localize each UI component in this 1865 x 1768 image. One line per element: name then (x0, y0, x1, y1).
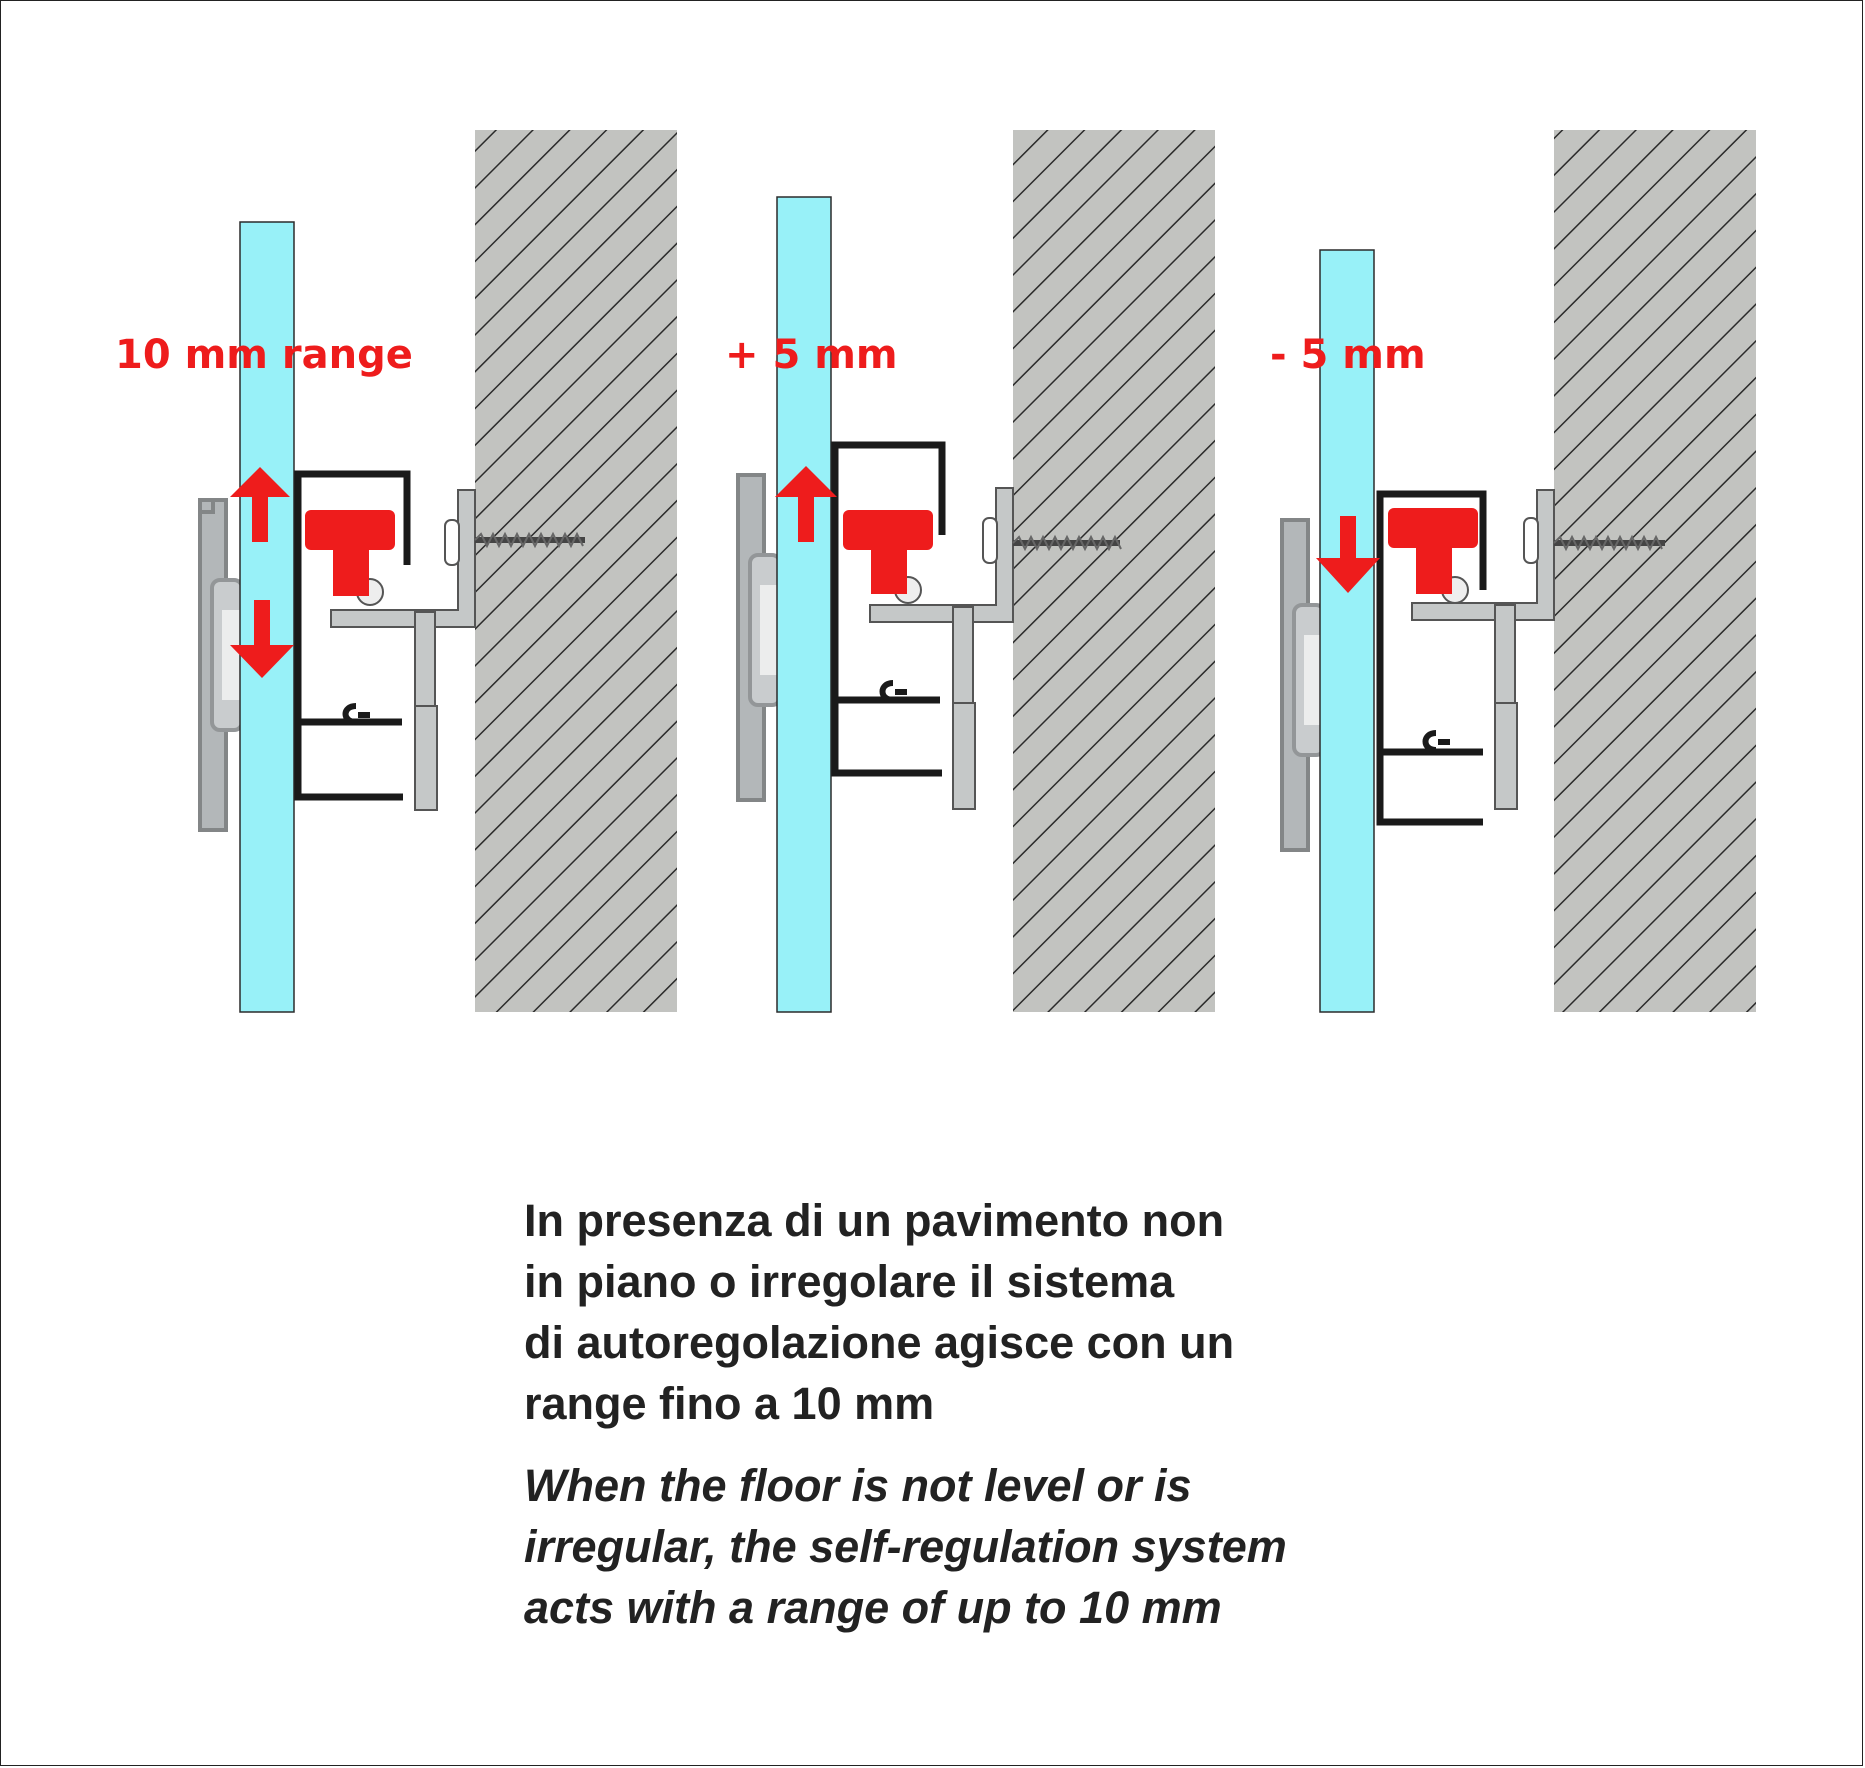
handle-profile (198, 498, 244, 832)
caption-english-line: irregular, the self-regulation system (524, 1521, 1287, 1572)
roller-carriage (843, 510, 933, 594)
wall-section (475, 130, 677, 1012)
glass-panel (776, 196, 832, 1013)
caption-italian-line: in piano o irregolare il sistema (524, 1256, 1175, 1307)
caption-italian: In presenza di un pavimento non in piano… (524, 1190, 1424, 1434)
caption-italian-line: In presenza di un pavimento non (524, 1195, 1225, 1246)
arrow-up (775, 466, 837, 542)
panel-1 (198, 130, 677, 1013)
handle-profile (736, 473, 782, 802)
panel-2-label: + 5 mm (725, 332, 898, 378)
wall-bracket (869, 487, 1122, 810)
roller-carriage (305, 510, 395, 596)
caption-english-line: When the floor is not level or is (524, 1460, 1192, 1511)
wall-section (1554, 130, 1756, 1012)
arrow-up (230, 467, 290, 542)
panel-2 (736, 130, 1215, 1013)
arrow-down (1316, 516, 1380, 593)
glass-panel (1319, 249, 1375, 1013)
caption-italian-line: di autoregolazione agisce con un (524, 1317, 1235, 1368)
caption-english-line: acts with a range of up to 10 mm (524, 1582, 1222, 1633)
caption-italian-line: range fino a 10 mm (524, 1378, 935, 1429)
arrow-down (230, 600, 294, 678)
panel-3-label: - 5 mm (1270, 332, 1426, 378)
roller-carriage (1388, 508, 1478, 594)
wall-bracket (330, 489, 585, 811)
wall-section (1013, 130, 1215, 1012)
handle-profile (1280, 518, 1326, 852)
caption-english: When the floor is not level or is irregu… (524, 1455, 1424, 1638)
panel-1-label: 10 mm range (115, 332, 413, 378)
panel-3 (1280, 130, 1756, 1013)
